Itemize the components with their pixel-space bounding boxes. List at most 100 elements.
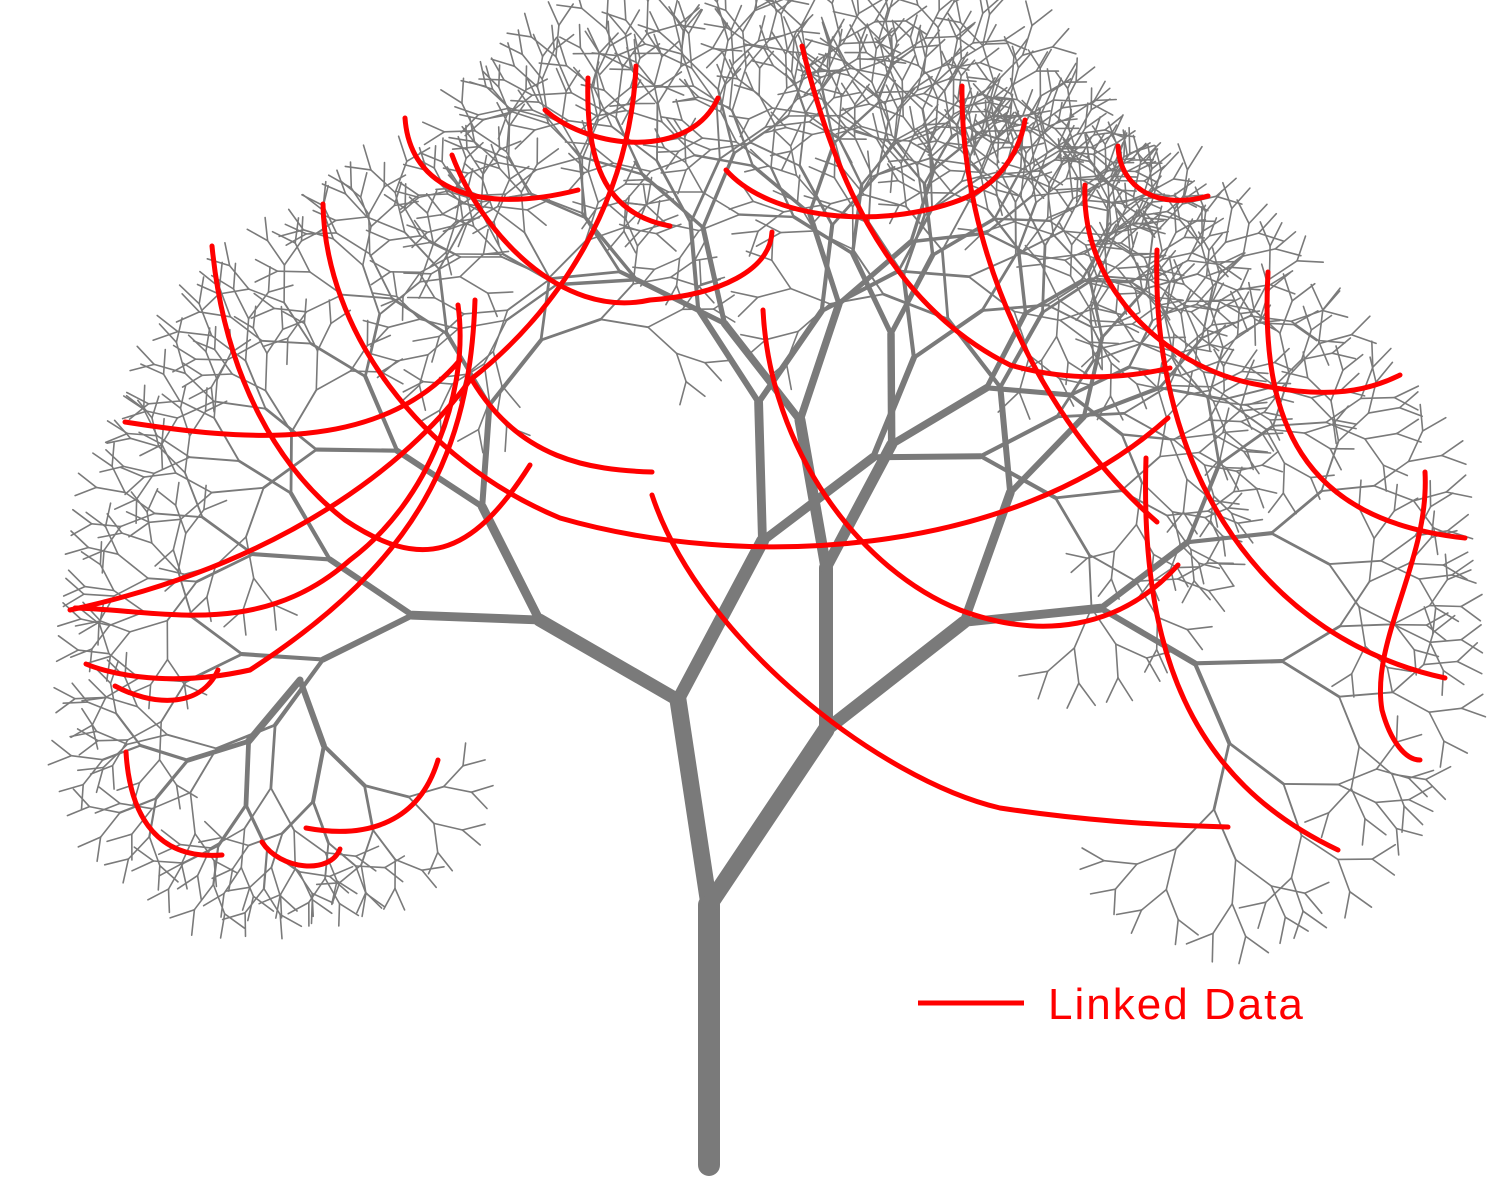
tree-branch bbox=[908, 90, 933, 108]
tree-branch bbox=[1067, 361, 1088, 376]
tree-branch bbox=[1081, 347, 1103, 368]
tree-branch bbox=[1046, 304, 1094, 329]
tree-branch bbox=[223, 913, 246, 930]
tree-branch bbox=[984, 73, 1001, 99]
tree-branch bbox=[1072, 179, 1113, 200]
tree-branch bbox=[1274, 231, 1297, 250]
tree-branch bbox=[618, 223, 641, 232]
tree-branch bbox=[1110, 578, 1120, 600]
tree-branch bbox=[1191, 347, 1203, 366]
tree-branch bbox=[1321, 309, 1349, 319]
tree-branch bbox=[158, 758, 178, 786]
tree-branch bbox=[755, 308, 825, 406]
tree-branch bbox=[983, 171, 1022, 198]
tree-branch bbox=[705, 50, 724, 69]
tree-branch bbox=[240, 866, 255, 898]
tree-branch bbox=[486, 291, 514, 295]
tree-branch bbox=[85, 655, 112, 665]
tree-branch bbox=[832, 10, 859, 18]
tree-branch bbox=[1089, 308, 1095, 362]
tree-branch bbox=[555, 55, 573, 94]
tree-branch bbox=[837, 95, 843, 138]
tree-branch bbox=[206, 257, 231, 267]
tree-branch bbox=[1130, 909, 1143, 935]
tree-branch bbox=[286, 310, 308, 340]
tree-branch bbox=[402, 241, 431, 248]
tree-branch bbox=[1021, 46, 1054, 57]
tree-branch bbox=[179, 491, 213, 521]
tree-branch bbox=[1201, 285, 1214, 339]
tree-branch bbox=[1174, 263, 1195, 284]
tree-branch bbox=[1204, 190, 1223, 213]
tree-branch bbox=[72, 508, 93, 525]
tree-branch bbox=[461, 77, 465, 104]
tree-branch bbox=[1429, 492, 1454, 508]
tree-branch bbox=[125, 510, 151, 524]
tree-branch bbox=[142, 384, 146, 411]
tree-branch bbox=[700, 224, 728, 326]
tree-branch bbox=[451, 145, 479, 150]
tree-branch bbox=[254, 270, 279, 283]
tree-branch bbox=[1080, 235, 1108, 282]
tree-branch bbox=[470, 791, 488, 810]
tree-branch bbox=[354, 865, 367, 895]
tree-branch bbox=[1274, 248, 1302, 257]
tree-branch bbox=[418, 318, 460, 330]
tree-branch bbox=[1393, 396, 1419, 411]
tree-branch bbox=[1423, 606, 1435, 634]
tree-branch bbox=[221, 911, 246, 921]
tree-branch bbox=[81, 707, 98, 733]
tree-branch bbox=[1207, 390, 1225, 421]
tree-branch bbox=[848, 74, 879, 99]
tree-branch bbox=[1076, 129, 1106, 135]
tree-branch bbox=[887, 330, 896, 449]
tree-branch bbox=[1104, 143, 1107, 173]
linked-data-curve bbox=[320, 201, 1171, 550]
tree-branch bbox=[154, 758, 190, 801]
tree-branch bbox=[1070, 224, 1088, 246]
tree-branch bbox=[1393, 385, 1420, 399]
tree-branch bbox=[684, 135, 687, 164]
tree-branch bbox=[1183, 236, 1206, 239]
tree-branch bbox=[1371, 843, 1397, 860]
tree-branch bbox=[101, 549, 105, 574]
tree-branch bbox=[1255, 487, 1278, 494]
tree-branch bbox=[1211, 247, 1221, 275]
tree-branch bbox=[95, 486, 126, 494]
tree-branch bbox=[105, 655, 112, 682]
tree-branch bbox=[465, 124, 468, 151]
linked-data-curve bbox=[1378, 469, 1428, 763]
tree-branch bbox=[888, 67, 903, 102]
tree-branch bbox=[1320, 484, 1375, 493]
tree-branch bbox=[443, 139, 468, 151]
tree-branch bbox=[530, 36, 557, 58]
tree-branch bbox=[398, 181, 420, 196]
tree-branch bbox=[1198, 562, 1221, 570]
tree-branch bbox=[1218, 360, 1252, 370]
tree-branch bbox=[886, 163, 899, 182]
tree-branch bbox=[1106, 169, 1137, 173]
tree-branch bbox=[1407, 430, 1424, 463]
tree-branch bbox=[875, 138, 894, 168]
tree-branch bbox=[1186, 628, 1204, 651]
tree-branch bbox=[665, 150, 680, 170]
tree-branch bbox=[66, 805, 91, 817]
tree-branch bbox=[828, 44, 852, 70]
tree-branch bbox=[985, 134, 1010, 143]
tree-branch bbox=[1105, 676, 1119, 703]
tree-branch bbox=[635, 61, 656, 87]
tree-branch bbox=[1115, 643, 1119, 679]
tree-branch bbox=[196, 874, 202, 901]
tree-branch bbox=[1331, 672, 1353, 688]
tree-branch bbox=[923, 125, 938, 142]
tree-branch bbox=[206, 596, 212, 623]
tree-branch bbox=[140, 363, 165, 376]
tree-branch bbox=[178, 284, 200, 305]
tree-branch bbox=[152, 330, 179, 342]
tree-branch bbox=[430, 256, 462, 275]
tree-branch bbox=[1360, 366, 1374, 400]
tree-branch bbox=[142, 408, 158, 437]
tree-branch bbox=[445, 224, 456, 254]
tree-branch bbox=[960, 43, 987, 60]
tree-branch bbox=[865, 85, 886, 105]
